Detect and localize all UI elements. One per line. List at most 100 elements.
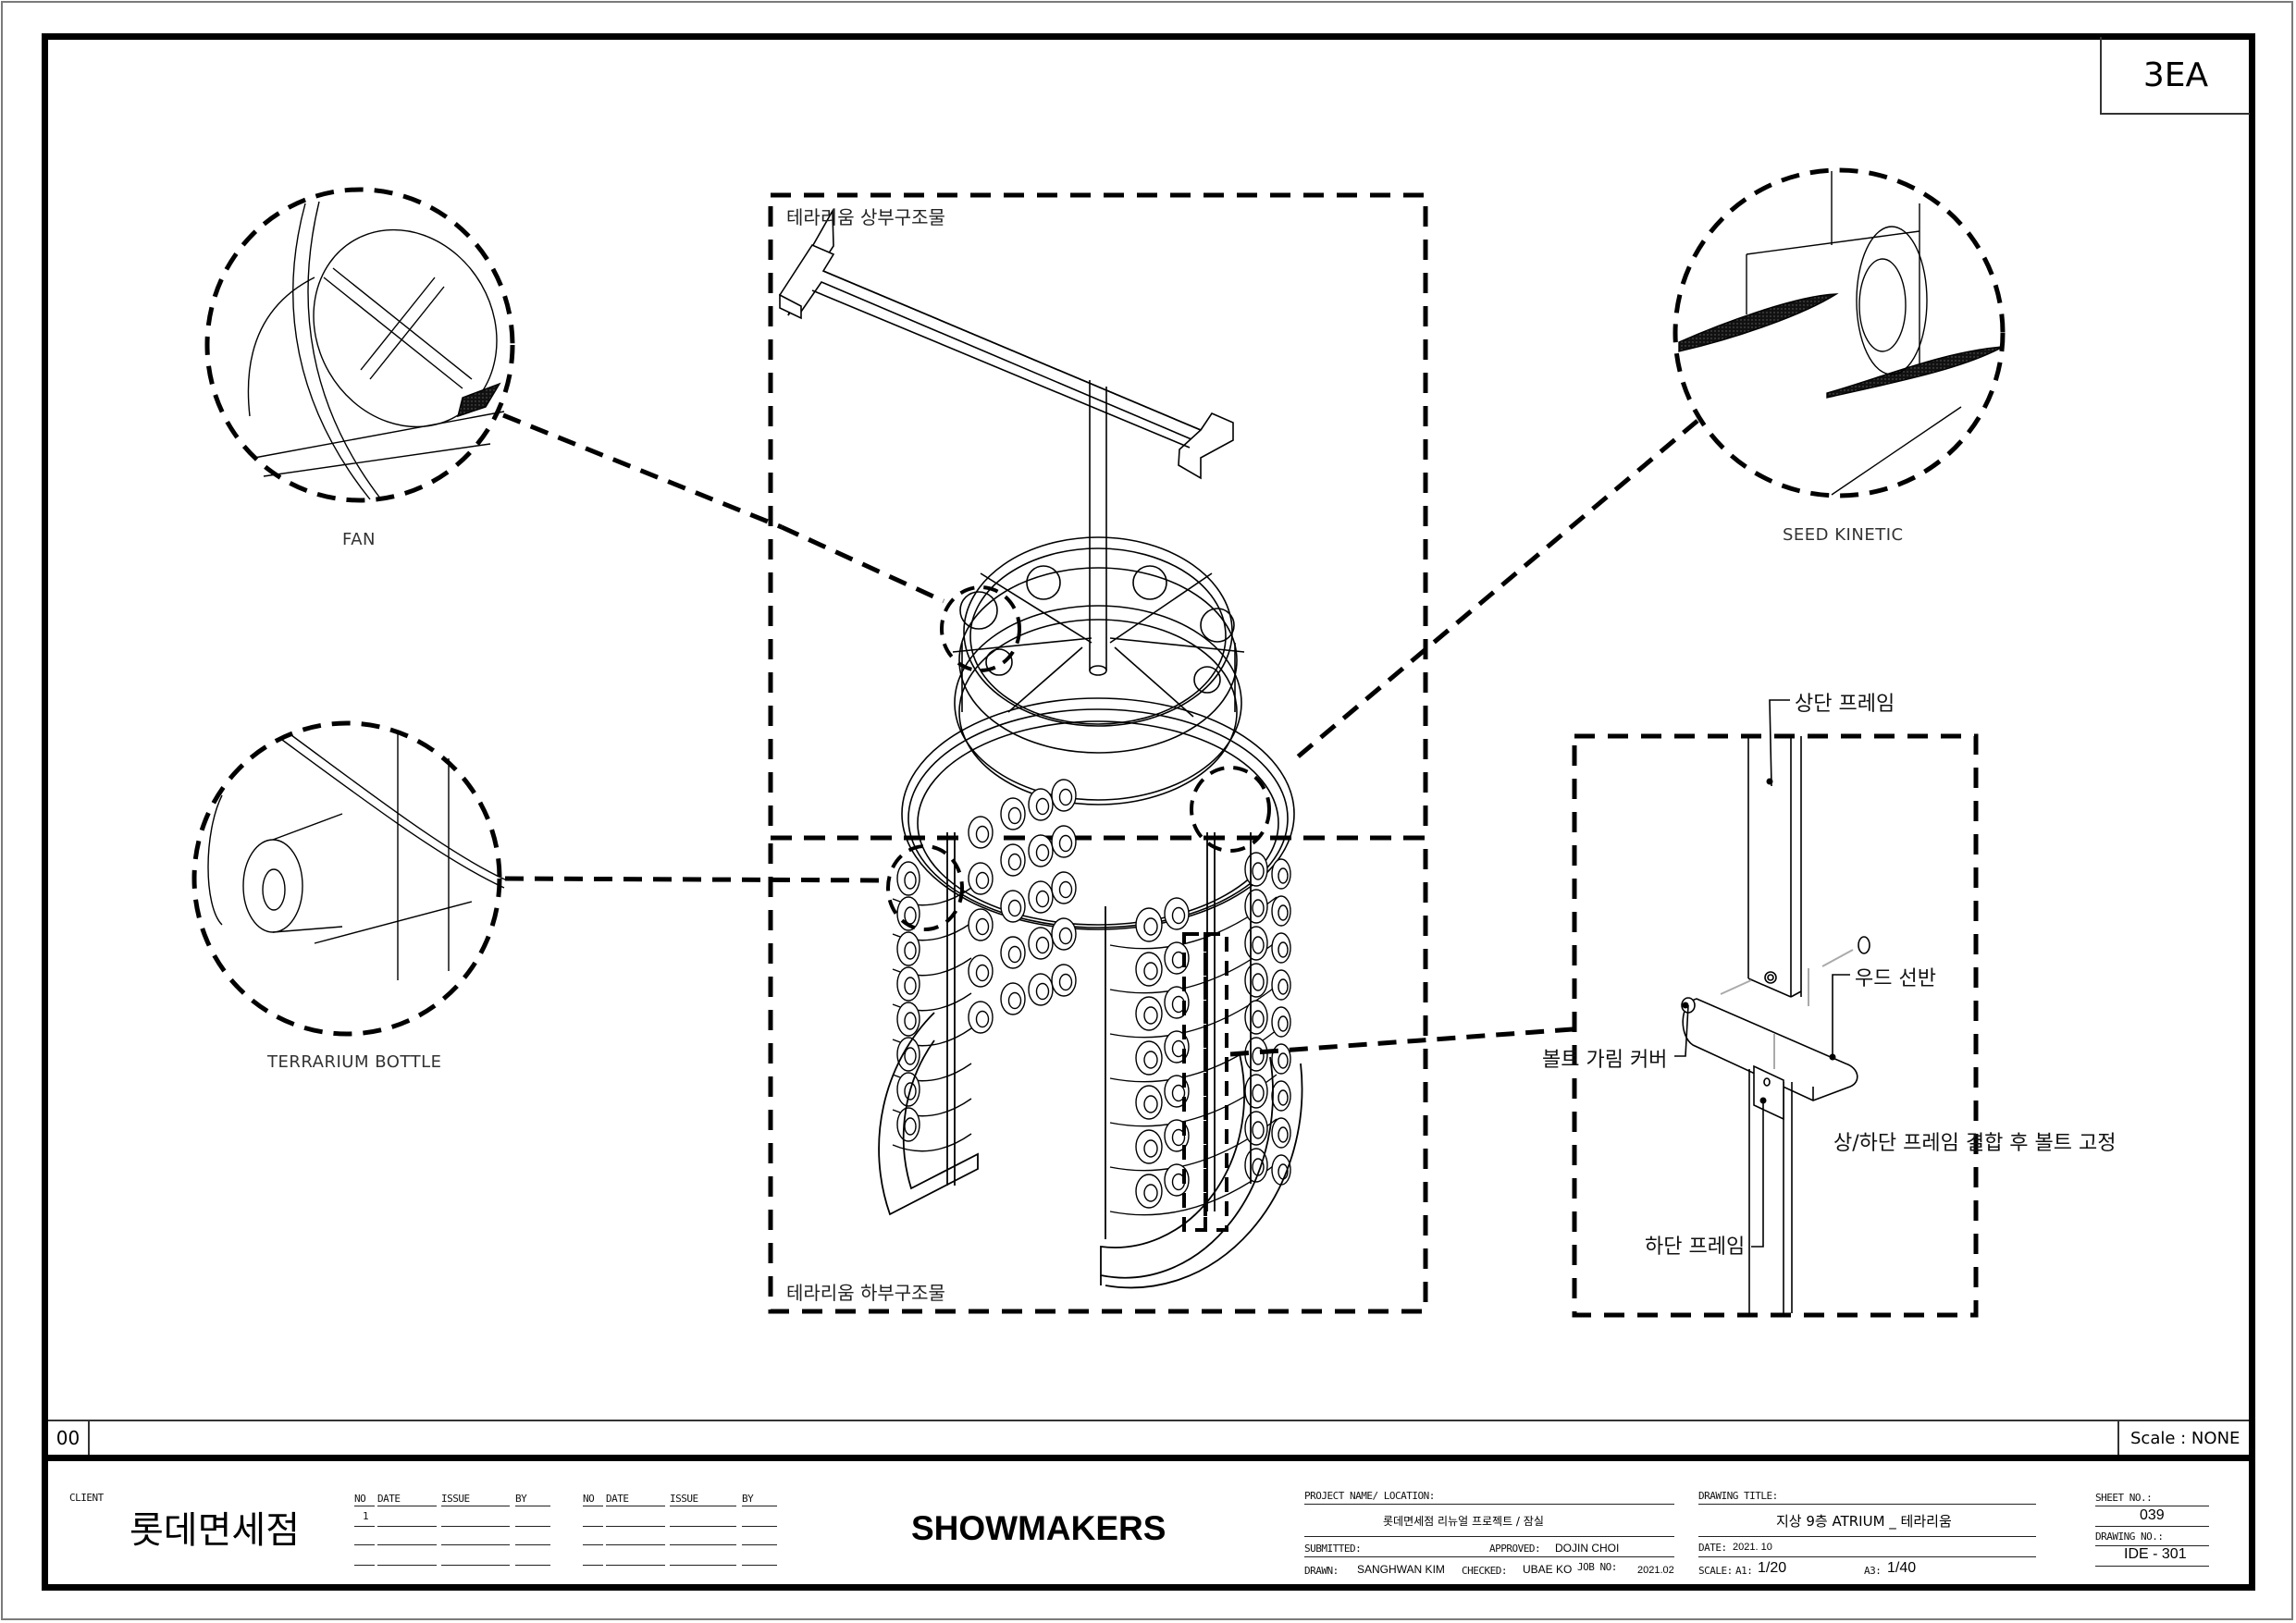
checked-label: CHECKED: <box>1462 1565 1507 1577</box>
scale-a1-label: A1: <box>1735 1565 1753 1577</box>
joint-arrows <box>1720 949 1854 1069</box>
bottle-mouth <box>1171 1128 1186 1147</box>
bottle-mouth <box>904 906 917 925</box>
joint-detail-box <box>1572 733 1979 1318</box>
fan-target-marker <box>940 585 1021 672</box>
rev2-header-issue: ISSUE <box>670 1493 698 1505</box>
drawn-value: SANGHWAN KIM <box>1357 1563 1445 1576</box>
date-value: 2021. 10 <box>1733 1542 1772 1553</box>
bottle-mouth <box>1035 890 1050 908</box>
leader-dots <box>1682 778 1836 1104</box>
rev-row-1-no: 1 <box>363 1510 369 1522</box>
bottle-mouth <box>1035 797 1050 816</box>
scale-note: Scale : NONE <box>2117 1421 2249 1455</box>
bottle-mouth <box>1252 1121 1265 1139</box>
bottle-mouth <box>975 917 990 936</box>
fan-leader-line-2 <box>780 524 945 604</box>
lower-frame-label: 하단 프레임 <box>1645 1236 1746 1259</box>
bottle-mouth <box>1143 1095 1158 1113</box>
bottle-mouth <box>904 1047 917 1065</box>
rev2-header-no: NO <box>583 1493 595 1505</box>
terrarium-bottle-detail-circle <box>191 720 502 1037</box>
company-logo: SHOWMAKERS <box>911 1509 1167 1547</box>
seed-kinetic-illustration <box>1678 171 2004 496</box>
fan-leader-line <box>502 412 783 530</box>
seed-kinetic-leader-line <box>1289 419 1699 765</box>
bottle-mouth <box>1007 991 1022 1010</box>
revision-bar: 00 Scale : NONE <box>48 1420 2249 1461</box>
fan-detail-circle <box>204 187 515 503</box>
bottle-mouth <box>1143 1006 1158 1025</box>
bottle-mouth <box>1252 1084 1265 1102</box>
bottle-mouth <box>1171 906 1186 925</box>
revision-number: 00 <box>48 1421 90 1455</box>
bottle-mouth <box>1278 1015 1289 1032</box>
bottle-mouth <box>1278 1089 1289 1106</box>
terrarium-target-marker <box>886 844 964 931</box>
scale-a3-value: 1/40 <box>1887 1560 1917 1576</box>
bottle-mouth <box>1278 904 1289 921</box>
bottle-mouth <box>1143 1139 1158 1158</box>
middle-ring <box>901 697 1295 930</box>
checked-value: UBAE KO <box>1523 1563 1573 1576</box>
client-label: CLIENT <box>69 1492 104 1504</box>
bottle-mouth <box>1252 936 1265 954</box>
bottle-mouth <box>1278 941 1289 958</box>
bolt-cover-label: 볼트 가림 커버 <box>1542 1049 1668 1072</box>
drawing-no-value: IDE - 301 <box>2124 1546 2187 1562</box>
seed-kinetic-caption: SEED KINETIC <box>1783 525 1904 545</box>
bottle-mouth <box>1058 927 1073 945</box>
terrarium-bottle-caption: TERRARIUM BOTTLE <box>267 1052 442 1072</box>
sheet-no-label: SHEET NO.: <box>2095 1492 2153 1504</box>
rev-header-issue: ISSUE <box>441 1493 470 1505</box>
wood-shelf-label: 우드 선반 <box>1855 967 1936 990</box>
fan-caption: FAN <box>342 530 376 549</box>
project-label: PROJECT NAME/ LOCATION: <box>1304 1490 1435 1502</box>
rev2-header-date: DATE <box>606 1493 629 1505</box>
bottle-mouth <box>1143 1051 1158 1069</box>
bottle-mouth <box>1143 962 1158 980</box>
terrarium-bottle-illustration <box>207 731 508 980</box>
bottle-mouth <box>975 825 990 843</box>
rev-header-no: NO <box>354 1493 366 1505</box>
seed-kinetic-detail-circle <box>1673 167 2006 498</box>
bottle-mouth <box>1278 1052 1289 1069</box>
date-label: DATE: <box>1698 1542 1727 1554</box>
drawing-title-label: DRAWING TITLE: <box>1698 1490 1778 1502</box>
bottle-mouth <box>1278 1126 1289 1143</box>
bottle-mouth <box>904 977 917 995</box>
quantity-label: 3EA <box>2142 55 2209 94</box>
bottle-mouth <box>1058 880 1073 899</box>
bottle-mouth <box>904 1012 917 1030</box>
bottle-mouth <box>1058 973 1073 991</box>
joint-detail-illustration <box>1674 699 1870 1313</box>
approved-label: APPROVED: <box>1489 1543 1541 1555</box>
upper-section-label: 테라리움 상부구조물 <box>786 206 945 228</box>
project-value: 롯데면세점 리뉴얼 프로젝트 / 잠실 <box>1383 1515 1544 1528</box>
bottle-mouth <box>1035 936 1050 954</box>
upper-section-box <box>768 192 1428 841</box>
drawing-title-value: 지상 9층 ATRIUM _ 테라리움 <box>1776 1513 1952 1530</box>
bottle-mouth <box>1058 834 1073 853</box>
bottle-mouth <box>1035 843 1050 862</box>
joint-marker-rect <box>1182 932 1228 1232</box>
drawn-label: DRAWN: <box>1304 1565 1339 1577</box>
sheet-no-value: 039 <box>2140 1507 2165 1523</box>
terrarium-leader-line <box>504 876 889 883</box>
bottle-mouth <box>1007 899 1022 917</box>
lower-base <box>878 832 1303 1289</box>
bottle-mouth <box>1252 1010 1265 1028</box>
seed-kinetic-target-marker <box>1190 766 1271 853</box>
bottle-mouth <box>975 1010 990 1028</box>
joining-note-label: 상/하단 프레임 결합 후 볼트 고정 <box>1833 1132 2117 1155</box>
bottle-mouth <box>1252 973 1265 991</box>
shelf-mark <box>892 1133 972 1152</box>
bottle-mouth <box>1171 1084 1186 1102</box>
bottle-mouth <box>1252 862 1265 880</box>
drawing-frame <box>42 33 2255 1591</box>
fan-detail-illustration <box>247 201 505 500</box>
bottle-mouth <box>1058 788 1073 806</box>
bottle-mouth <box>1035 982 1050 1001</box>
upper-ring-structure <box>952 536 1245 805</box>
